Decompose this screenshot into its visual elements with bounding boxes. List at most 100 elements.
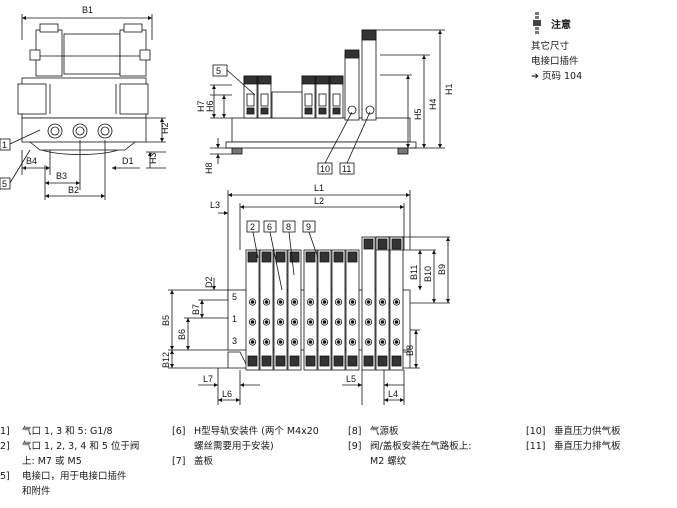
front-valve-module xyxy=(301,75,316,119)
dim-B3: B3 xyxy=(56,171,67,181)
top-valve-module xyxy=(317,249,332,371)
legend-text: 阀/盖板安装在气路板上: xyxy=(370,441,472,452)
dim-D2: D2 xyxy=(204,276,214,288)
legend-text: 气源板 xyxy=(370,426,399,437)
legend-num: 5] xyxy=(0,471,10,482)
note-line: 其它尺寸 xyxy=(531,41,570,52)
note-line: 电接口插件 xyxy=(531,56,579,67)
legend-text: 盖板 xyxy=(194,456,214,467)
top-view-labels: L1 L2 L3 B11 B10 B9 B8 D2 B5 B7 B6 B12 L… xyxy=(161,183,447,399)
dim-B4: B4 xyxy=(26,156,37,166)
callout-5-front: 5 xyxy=(216,66,221,76)
callout-5: 5 xyxy=(2,179,7,189)
port-label-1: 1 xyxy=(232,314,237,324)
front-valve-module xyxy=(257,75,272,119)
callout-6: 6 xyxy=(267,222,272,232)
top-valve-module xyxy=(375,236,390,371)
dim-B6: B6 xyxy=(177,329,187,340)
dim-L2: L2 xyxy=(314,196,324,206)
callout-9: 9 xyxy=(306,222,311,232)
legend-num: 1] xyxy=(0,426,10,437)
info-icon xyxy=(531,12,543,39)
front-valve-module xyxy=(329,75,344,119)
dim-B9: B9 xyxy=(437,264,447,275)
top-valve-module xyxy=(331,249,346,371)
top-valve-module xyxy=(389,236,404,371)
legend-row: 2] 气口 1, 2, 3, 4 和 5 位于阀 xyxy=(0,439,160,454)
callout-8: 8 xyxy=(286,222,291,232)
dim-B11: B11 xyxy=(409,265,419,280)
dim-L5: L5 xyxy=(346,374,356,384)
legend-num xyxy=(0,454,22,469)
legend-text: H型导轨安装件 (两个 M4x20 xyxy=(194,426,319,437)
legend-row: [8] 气源板 xyxy=(348,424,518,439)
dim-B8: B8 xyxy=(405,345,415,356)
dim-H2: H2 xyxy=(160,122,170,134)
note-line: ➔ 页码 104 xyxy=(531,71,583,82)
dim-B5: B5 xyxy=(161,315,171,326)
legend-col-1: 1] 气口 1, 3 和 5: G1/8 2] 气口 1, 2, 3, 4 和 5 … xyxy=(0,424,160,499)
note-title: 注意 xyxy=(551,20,571,31)
legend-num: [6] xyxy=(172,426,186,437)
legend-col-4: [10] 垂直压力供气板 [11] 垂直压力排气板 xyxy=(526,424,676,454)
front-valve-module xyxy=(315,75,330,119)
dim-L6: L6 xyxy=(222,389,232,399)
top-view xyxy=(168,190,450,405)
callout-11: 11 xyxy=(342,164,351,174)
top-valve-module xyxy=(245,249,260,371)
front-view-labels: 5 10 11 H7 H6 H8 H5 H4 H1 xyxy=(196,66,454,174)
legend-num: [10] xyxy=(526,426,546,437)
dim-L7: L7 xyxy=(203,374,213,384)
legend-row: [10] 垂直压力供气板 xyxy=(526,424,676,439)
legend-num: [7] xyxy=(172,456,186,467)
legend-text: M2 螺纹 xyxy=(370,456,407,467)
legend-text: 上: M7 或 M5 xyxy=(22,456,82,467)
legend-num: 2] xyxy=(0,441,10,452)
legend-col-2: [6] H型导轨安装件 (两个 M4x20 螺丝需要用于安装) [7] 盖板 xyxy=(172,424,342,469)
dim-B7: B7 xyxy=(191,304,201,315)
legend-row: [7] 盖板 xyxy=(172,454,342,469)
legend-row: 上: M7 或 M5 xyxy=(0,454,160,469)
legend-text: 垂直压力供气板 xyxy=(554,426,621,437)
legend-row: [9] 阀/盖板安装在气路板上: xyxy=(348,439,518,454)
top-valve-module xyxy=(345,249,360,371)
dim-L1: L1 xyxy=(314,183,324,193)
dim-H6: H6 xyxy=(205,100,215,112)
legend-num xyxy=(0,484,22,499)
legend-row: 1] 气口 1, 3 和 5: G1/8 xyxy=(0,424,160,439)
legend-num: [9] xyxy=(348,441,362,452)
technical-drawing: B1 H2 H3 B4 D1 B3 B2 1 5 xyxy=(0,5,454,405)
legend-text: 螺丝需要用于安装) xyxy=(194,441,274,452)
callout-2: 2 xyxy=(250,222,255,232)
top-valve-module xyxy=(361,236,376,371)
dim-B2: B2 xyxy=(68,185,79,195)
top-valve-module xyxy=(259,249,274,371)
dim-H8: H8 xyxy=(204,162,214,174)
dim-B1: B1 xyxy=(82,5,93,15)
front-cover-plate xyxy=(271,91,303,119)
legend-row: 和附件 xyxy=(0,484,160,499)
legend-text: 气口 1, 2, 3, 4 和 5 位于阀 xyxy=(22,441,140,452)
legend-num xyxy=(348,454,370,469)
legend-text: 气口 1, 3 和 5: G1/8 xyxy=(22,426,113,437)
top-valve-module xyxy=(273,249,288,371)
side-view xyxy=(0,14,166,200)
legend-text: 电接口，用于电接口插件 xyxy=(22,471,127,482)
dim-H1: H1 xyxy=(444,83,454,95)
legend-num: [11] xyxy=(526,441,546,452)
legend-text: 和附件 xyxy=(22,486,51,497)
dim-L3: L3 xyxy=(210,200,220,210)
dim-H5: H5 xyxy=(413,108,423,120)
dim-B10: B10 xyxy=(423,266,433,282)
side-view-labels: B1 H2 H3 B4 D1 B3 B2 1 5 xyxy=(2,5,170,195)
front-valve-module xyxy=(243,75,258,119)
legend-row: [6] H型导轨安装件 (两个 M4x20 xyxy=(172,424,342,439)
dim-H4: H4 xyxy=(428,98,438,110)
legend-num: [8] xyxy=(348,426,362,437)
legend-row: 5] 电接口，用于电接口插件 xyxy=(0,469,160,484)
legend-row: [11] 垂直压力排气板 xyxy=(526,439,676,454)
dim-B12: B12 xyxy=(161,352,171,368)
legend-num xyxy=(172,439,194,454)
note-box: 注意 其它尺寸 电接口插件 ➔ 页码 104 xyxy=(531,12,671,84)
legend-text: 垂直压力排气板 xyxy=(554,441,621,452)
